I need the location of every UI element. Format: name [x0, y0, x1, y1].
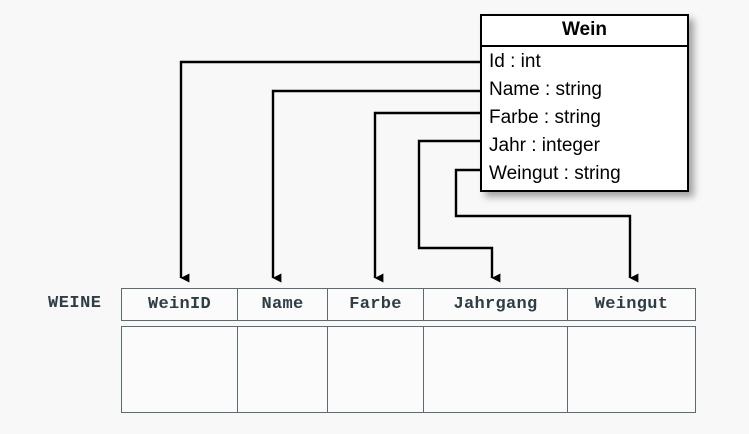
column-header-farbe: Farbe [328, 289, 424, 320]
table-cell-farbe [328, 327, 424, 412]
uml-attribute-id: Id : int [489, 51, 541, 72]
table-cell-jahrgang [424, 327, 568, 412]
table-cell-weinid [122, 327, 238, 412]
column-header-jahrgang: Jahrgang [424, 289, 568, 320]
uml-attribute-compartment: Id : int Name : string Farbe : string Ja… [482, 47, 687, 190]
column-header-weingut: Weingut [594, 295, 669, 314]
table-header-row: WeinID Name Farbe Jahrgang Weingut [121, 288, 696, 321]
connector-id-to-weinid [179, 60, 480, 283]
table-cell-name [238, 327, 328, 412]
uml-attribute-name: Name : string [489, 79, 602, 100]
uml-attribute-weingut: Weingut : string [489, 163, 621, 184]
table-name-label: WEINE [48, 294, 102, 313]
uml-attribute-jahr: Jahr : integer [489, 135, 600, 156]
table-row [121, 326, 696, 413]
connector-name-to-name [271, 89, 480, 283]
uml-class-title: Wein [482, 16, 687, 47]
column-header-weinid: WeinID [122, 289, 238, 320]
connector-jahr-to-jahrgang [417, 139, 501, 283]
connector-weingut-to-weingut [454, 168, 639, 283]
table-cell-weingut [568, 327, 695, 412]
column-header-name: Name [238, 289, 328, 320]
uml-class-wein: Wein Id : int Name : string Farbe : stri… [480, 14, 689, 192]
uml-attribute-farbe: Farbe : string [489, 107, 601, 128]
connector-farbe-to-farbe [373, 111, 480, 283]
db-table-weine: WeinID Name Farbe Jahrgang Weingut [121, 288, 696, 413]
